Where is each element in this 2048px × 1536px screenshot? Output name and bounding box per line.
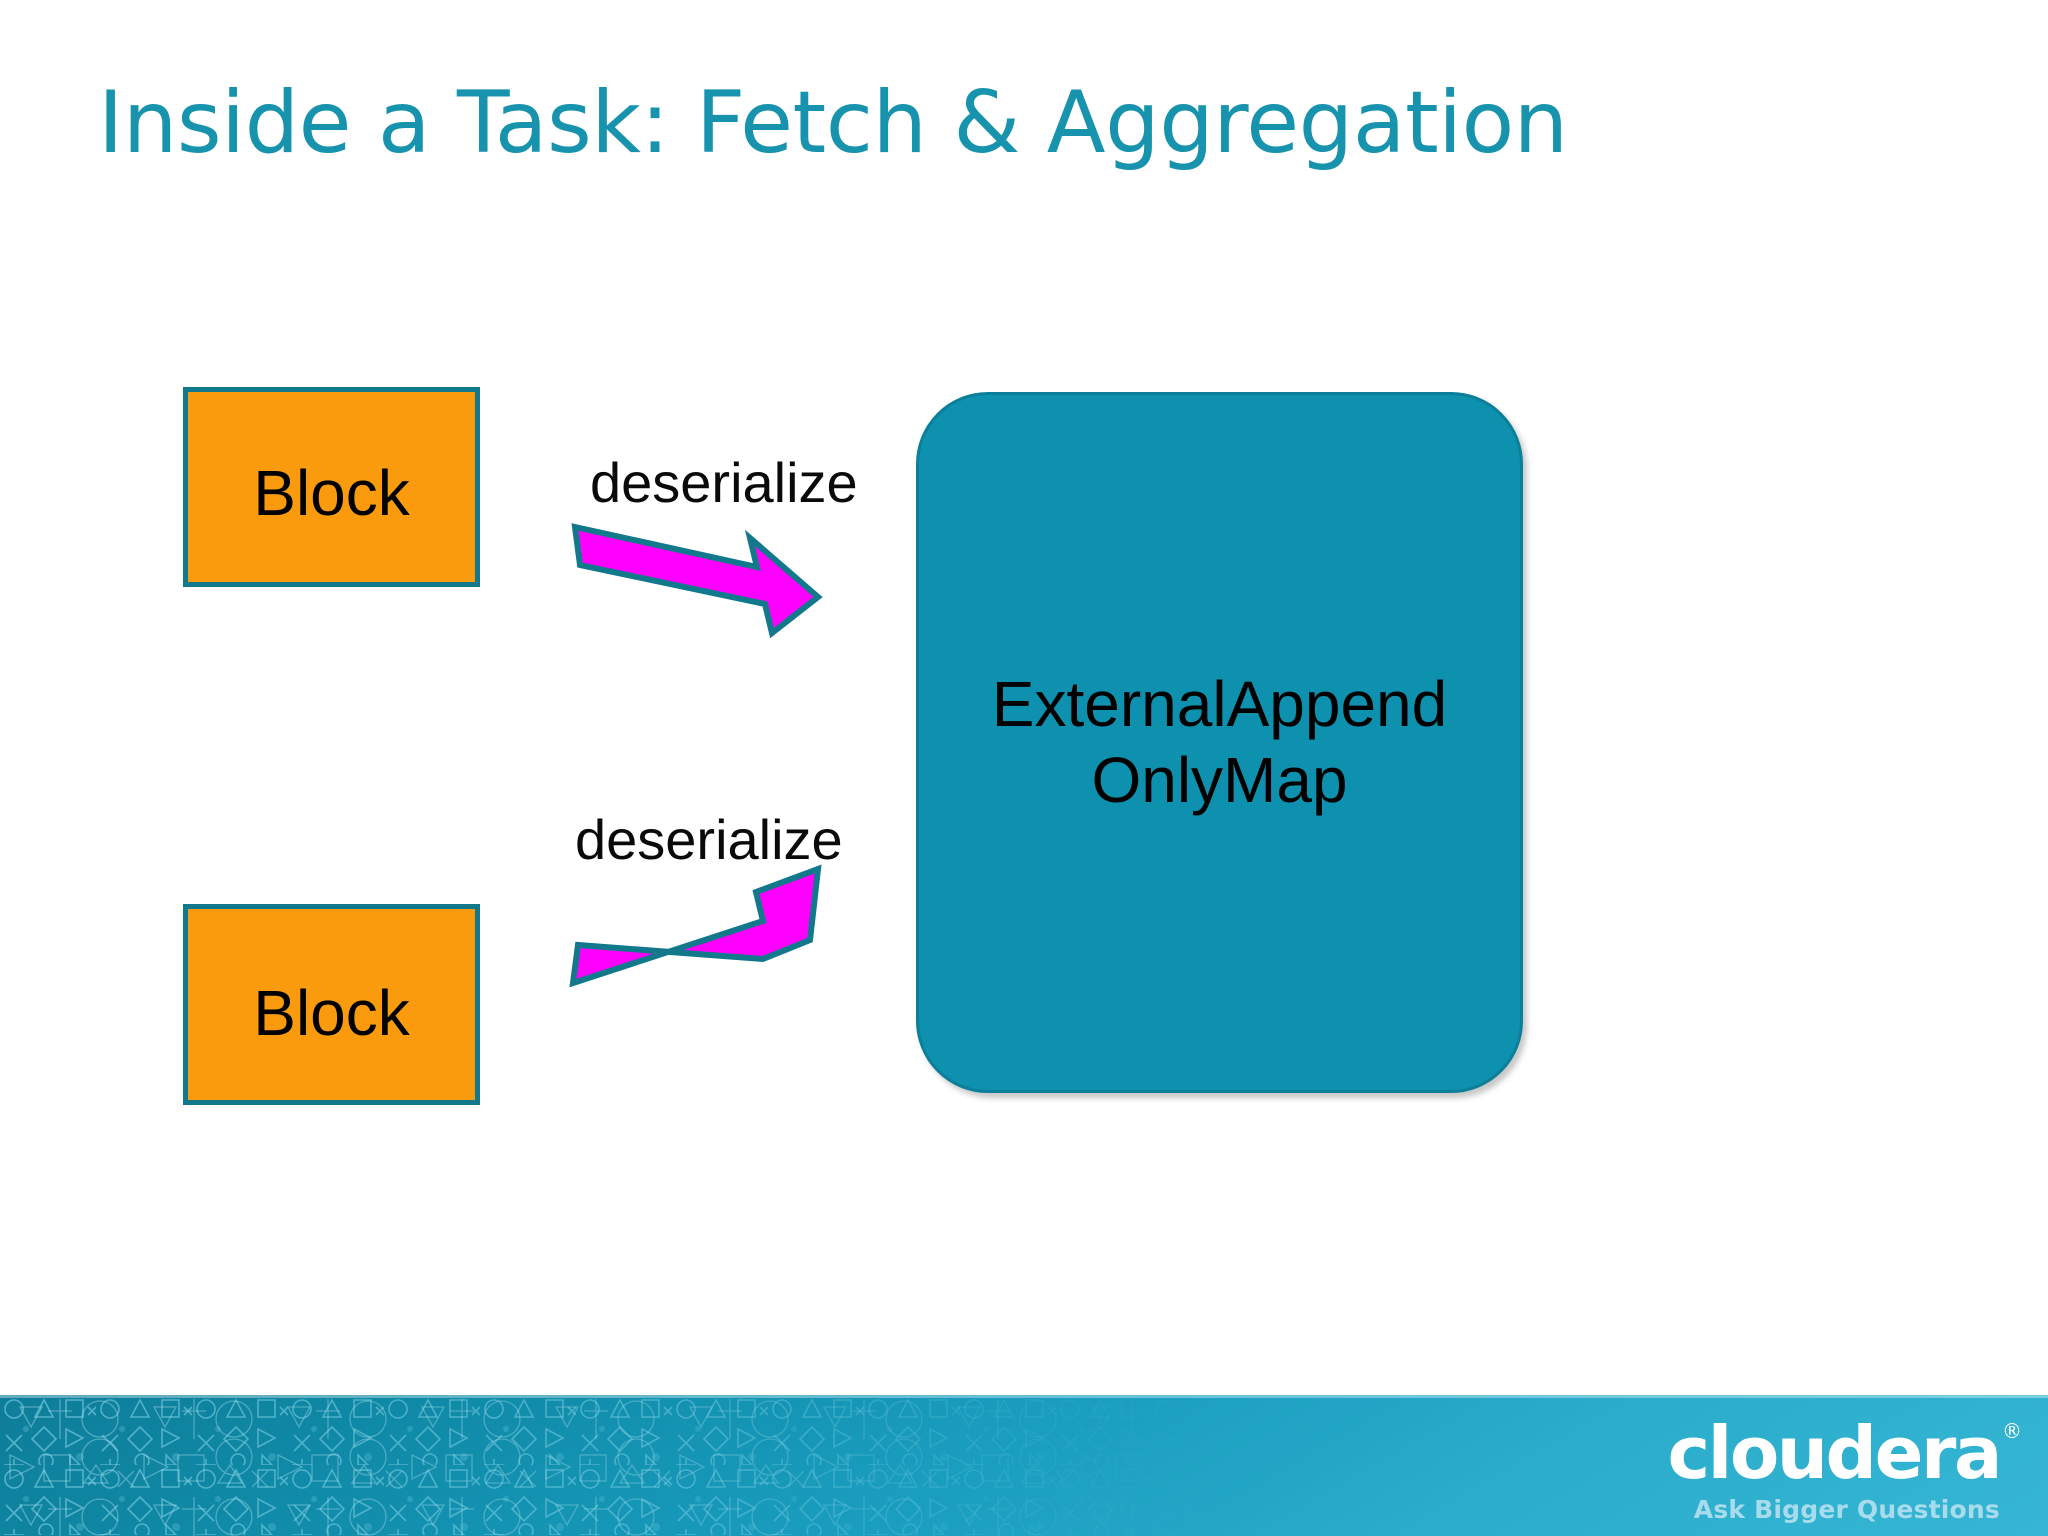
block-node-1: Block bbox=[183, 387, 480, 587]
deserialize-label-1: deserialize bbox=[590, 451, 858, 514]
footer-band: cloudera® Ask Bigger Questions bbox=[0, 1395, 2048, 1536]
footer-geometric-pattern bbox=[0, 1395, 1220, 1536]
block-node-1-label: Block bbox=[253, 457, 410, 529]
deserialize-label-2: deserialize bbox=[575, 808, 843, 871]
cloudera-wordmark: cloudera® bbox=[1667, 1417, 2022, 1489]
cloudera-logo: cloudera® Ask Bigger Questions bbox=[1580, 1417, 2022, 1524]
block-node-2-label: Block bbox=[253, 976, 410, 1049]
deserialize-arrow-1-icon bbox=[571, 523, 823, 639]
page-title: Inside a Task: Fetch & Aggregation bbox=[98, 73, 1568, 173]
external-append-only-map-node: ExternalAppend OnlyMap bbox=[916, 392, 1523, 1093]
deserialize-arrow-2-icon bbox=[569, 864, 822, 988]
cloudera-tagline: Ask Bigger Questions bbox=[1693, 1495, 2000, 1524]
cloudera-wordmark-text: cloudera bbox=[1667, 1411, 2002, 1495]
external-append-only-map-label: ExternalAppend OnlyMap bbox=[991, 667, 1448, 816]
registered-trademark-icon: ® bbox=[2002, 1419, 2022, 1443]
block-node-2: Block bbox=[183, 904, 480, 1105]
